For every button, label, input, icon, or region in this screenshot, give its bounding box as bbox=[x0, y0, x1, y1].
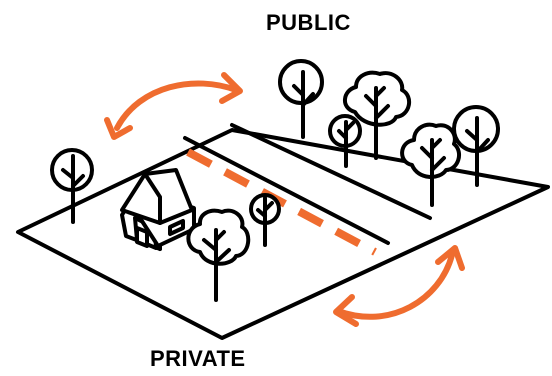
tree-icon bbox=[50, 148, 94, 224]
tree-icon bbox=[400, 122, 462, 207]
tree-icon bbox=[343, 70, 412, 160]
road-edge-upper bbox=[230, 123, 432, 220]
public-label: PUBLIC bbox=[266, 10, 351, 35]
tree-icon bbox=[278, 59, 324, 139]
property-line bbox=[186, 148, 377, 256]
tree-icon bbox=[186, 208, 251, 302]
tree-icon bbox=[452, 105, 500, 187]
private-label: PRIVATE bbox=[150, 346, 246, 371]
tree-icon bbox=[249, 193, 281, 247]
exchange-arrow-icon bbox=[333, 245, 465, 327]
land-parcel bbox=[16, 128, 550, 340]
house-icon bbox=[120, 168, 196, 251]
road-edge-lower bbox=[183, 136, 390, 245]
exchange-arrow-icon bbox=[104, 72, 243, 140]
tree-icon bbox=[328, 114, 362, 168]
